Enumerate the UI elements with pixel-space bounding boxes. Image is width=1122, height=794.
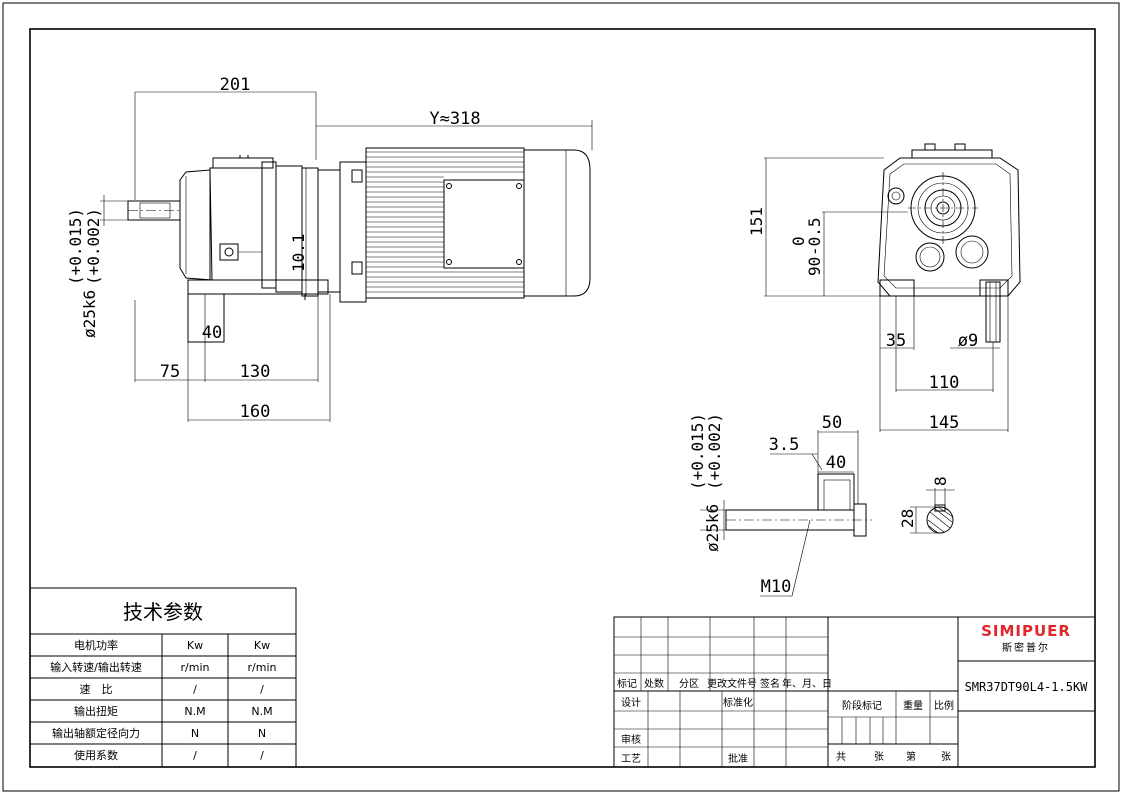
detail-dim-tol-upper: (+0.015) bbox=[688, 413, 707, 490]
dim-shaft-dia: ø25k6 bbox=[80, 290, 99, 338]
tb-stage-mark: 阶段标记 bbox=[842, 699, 882, 712]
tech-row-label: 输出扭矩 bbox=[74, 704, 118, 718]
tb-sheet2: 张 bbox=[941, 751, 951, 763]
tech-row-v1: N bbox=[191, 727, 199, 740]
tech-params-table: 技术参数 电机功率 Kw Kw 输入转速/输出转速 r/min r/min 速 … bbox=[29, 587, 297, 768]
motor-fins bbox=[365, 147, 525, 299]
detail-dim-dia: ø25k6 bbox=[703, 504, 722, 552]
detail-dim-3-5: 3.5 bbox=[769, 435, 800, 455]
tb-header: 标记 bbox=[617, 678, 637, 690]
tb-craft: 工艺 bbox=[621, 753, 641, 765]
dim-130: 130 bbox=[240, 362, 271, 382]
keyway-section: 8 28 bbox=[898, 476, 955, 534]
tb-sheets: 张 bbox=[874, 751, 884, 763]
dim-hole-9: ø9 bbox=[958, 331, 978, 351]
dim-90-tol-low: -0.5 bbox=[805, 217, 824, 256]
model-number: SMR37DT90L4-1.5KW bbox=[965, 680, 1089, 694]
dim-160: 160 bbox=[240, 402, 271, 422]
title-block: 标记 处数 分区 更改文件号 签名 年、月、日 设计 标准化 审核 工艺 批准 … bbox=[613, 616, 1096, 768]
front-view: 151 90 0 -0.5 35 ø9 110 145 bbox=[747, 143, 1021, 433]
dim-110: 110 bbox=[929, 373, 960, 393]
tech-row-v2: Kw bbox=[254, 639, 270, 652]
tech-row-label: 速 比 bbox=[80, 683, 113, 696]
tech-row-label: 输出轴额定径向力 bbox=[52, 726, 140, 740]
keyway-dim-28: 28 bbox=[898, 509, 917, 528]
dim-90: 90 bbox=[805, 257, 824, 276]
brand-cn: 斯密普尔 bbox=[1002, 641, 1050, 654]
tech-title: 技术参数 bbox=[123, 600, 203, 624]
tb-approve: 批准 bbox=[728, 752, 748, 765]
detail-dim-40: 40 bbox=[826, 453, 846, 473]
tech-row-v1: r/min bbox=[181, 661, 210, 674]
dim-10-1: 10.1 bbox=[289, 233, 308, 272]
dim-90-tol-up: 0 bbox=[789, 236, 808, 246]
detail-dim-50: 50 bbox=[822, 413, 842, 433]
terminal-box bbox=[443, 179, 525, 269]
tb-header: 年、月、日 bbox=[782, 677, 832, 690]
tb-scale: 比例 bbox=[934, 699, 954, 712]
tech-row-v1: / bbox=[193, 683, 197, 696]
dim-40: 40 bbox=[202, 323, 222, 343]
tech-row-v2: / bbox=[260, 683, 264, 696]
tb-weight: 重量 bbox=[903, 699, 923, 712]
tb-header: 更改文件号 bbox=[707, 677, 757, 690]
dim-motor-length: Y≈318 bbox=[429, 109, 480, 129]
tech-row-v1: Kw bbox=[187, 639, 203, 652]
detail-dim-tol-lower: (+0.002) bbox=[705, 413, 724, 490]
tb-design: 设计 bbox=[621, 696, 641, 709]
brand-logo: SIMIPUER bbox=[981, 622, 1071, 640]
dim-151: 151 bbox=[747, 207, 766, 236]
dim-75: 75 bbox=[160, 362, 180, 382]
dim-145: 145 bbox=[929, 413, 960, 433]
tech-row-label: 输入转速/输出转速 bbox=[50, 660, 142, 674]
tb-total: 共 bbox=[836, 751, 846, 763]
tb-header: 分区 bbox=[679, 678, 699, 690]
tech-row-v2: r/min bbox=[248, 661, 277, 674]
tech-row-v1: N.M bbox=[184, 705, 205, 718]
tb-header: 签名 bbox=[760, 677, 780, 690]
tb-review: 审核 bbox=[621, 733, 641, 746]
inner-frame bbox=[29, 28, 1096, 768]
detail-dim-m10: M10 bbox=[761, 577, 792, 597]
shaft-detail: 50 3.5 40 ø25k6 (+0.015) (+0.002) M10 bbox=[688, 413, 872, 597]
tb-header: 处数 bbox=[644, 677, 664, 690]
keyway-dim-8: 8 bbox=[931, 476, 950, 486]
tech-row-v2: N.M bbox=[251, 705, 272, 718]
dim-201: 201 bbox=[220, 75, 251, 95]
dim-shaft-tol-upper: (+0.015) bbox=[66, 208, 85, 285]
tech-row-label: 电机功率 bbox=[74, 638, 118, 652]
dim-shaft-tol-lower: (+0.002) bbox=[84, 208, 103, 285]
tech-row-v1: / bbox=[193, 749, 197, 762]
tech-row-v2: N bbox=[258, 727, 266, 740]
tech-row-v2: / bbox=[260, 749, 264, 762]
tb-page: 第 bbox=[906, 750, 916, 763]
tech-row-label: 使用系数 bbox=[74, 749, 118, 762]
side-view: 201 Y≈318 ø25k6 (+0.015) (+0.002) 40 10.… bbox=[66, 75, 593, 422]
tb-standardize: 标准化 bbox=[723, 696, 753, 709]
